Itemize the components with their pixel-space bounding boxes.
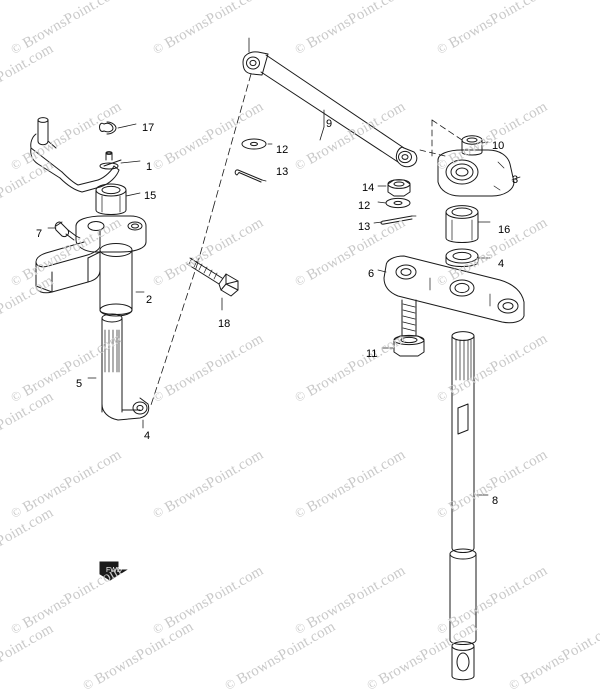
fwd-arrow-label: FWD: [106, 567, 122, 574]
callout-number-5: 5: [76, 378, 83, 390]
callout-number-3: 3: [512, 174, 519, 186]
callout-number-2: 2: [146, 294, 153, 306]
callout-number-12: 12: [276, 144, 289, 156]
callout-number-8: 8: [492, 495, 499, 507]
callout-number-9: 9: [326, 118, 333, 130]
callout-number-6: 6: [368, 268, 375, 280]
callout-number-17: 17: [142, 122, 155, 134]
callout-number-4: 4: [498, 258, 505, 270]
fwd-arrow-marker: [99, 561, 128, 581]
callout-number-15: 15: [144, 190, 157, 202]
callout-number-7: 7: [36, 228, 43, 240]
callout-number-10: 10: [492, 140, 505, 152]
callout-number-11: 11: [366, 348, 378, 360]
callout-number-12: 12: [358, 200, 371, 212]
callout-number-18: 18: [218, 318, 231, 330]
callout-number-14: 14: [362, 182, 375, 194]
callout-number-4: 4: [144, 430, 151, 442]
callout-number-13: 13: [358, 221, 371, 233]
callout-number-16: 16: [498, 224, 511, 236]
callout-number-13: 13: [276, 166, 289, 178]
callout-number-1: 1: [146, 161, 153, 173]
